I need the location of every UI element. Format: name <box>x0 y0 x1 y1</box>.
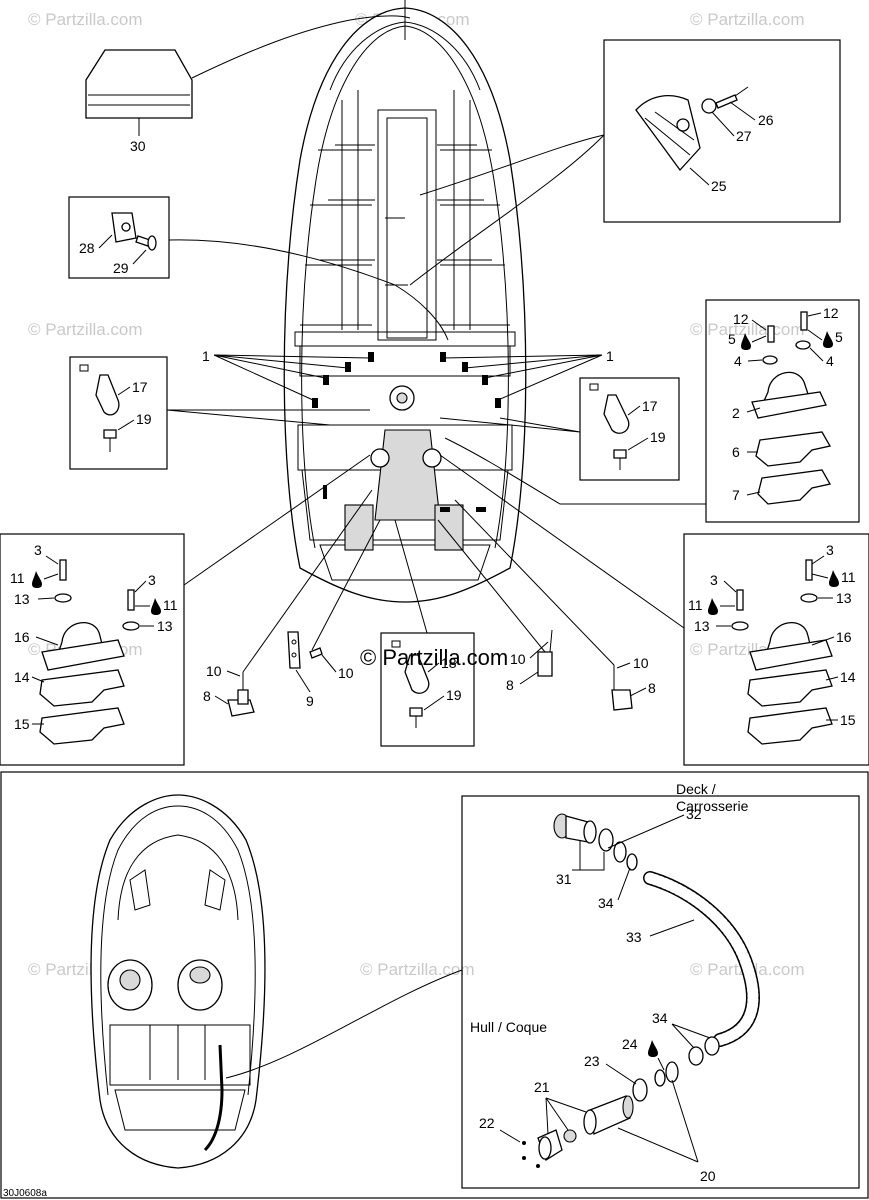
part-30-panel: 30 <box>85 15 411 154</box>
drop-icon <box>829 570 839 587</box>
callout-33: 33 <box>626 929 642 945</box>
callout-29: 29 <box>113 260 129 276</box>
callout-22: 22 <box>479 1115 495 1131</box>
callout-1-group: 1 1 <box>202 348 614 401</box>
callout-6: 6 <box>732 444 740 460</box>
callout-15-right: 15 <box>840 712 856 728</box>
watermark: © Partzilla.com <box>28 10 143 29</box>
callout-24: 24 <box>622 1036 638 1052</box>
callout-31: 31 <box>556 871 572 887</box>
part-box-17-19-right: 17 19 <box>439 377 680 481</box>
part-box-17-19-left: 17 19 <box>69 356 370 470</box>
callout-7: 7 <box>732 487 740 503</box>
callout-3-b: 3 <box>148 572 156 588</box>
center-watermark: © Partzilla.com <box>360 645 508 670</box>
callout-5-b: 5 <box>835 329 843 345</box>
watermark: © Partzilla.com <box>690 10 805 29</box>
drop-icon <box>32 571 42 588</box>
callout-11-d: 11 <box>688 597 703 613</box>
callout-19-right: 19 <box>650 429 666 445</box>
callout-28: 28 <box>79 240 95 256</box>
callout-10-b: 10 <box>338 665 354 681</box>
part-box-18-19: 18 19 © Partzilla.com <box>360 519 508 747</box>
callout-15-left: 15 <box>14 716 30 732</box>
rib-ladder-right <box>437 90 510 330</box>
callout-26: 26 <box>758 112 774 128</box>
callout-8-c: 8 <box>648 680 656 696</box>
drop-icon <box>708 598 718 615</box>
part-box-mount-right: 12 12 5 5 4 4 2 6 7 <box>444 299 860 523</box>
callout-3-d: 3 <box>710 572 718 588</box>
callout-8-b: 8 <box>506 677 514 693</box>
callout-34-a: 34 <box>598 895 614 911</box>
callout-1-left: 1 <box>202 348 210 364</box>
drop-icon <box>741 333 751 350</box>
callout-20: 20 <box>700 1168 716 1184</box>
brackets-8-9-10: 10 8 9 10 10 8 10 8 <box>203 489 656 717</box>
drop-icon <box>648 1040 658 1057</box>
drop-icon <box>823 331 833 348</box>
callout-8-a: 8 <box>203 688 211 704</box>
callout-32: 32 <box>686 806 702 822</box>
callout-25: 25 <box>711 178 727 194</box>
callout-3-a: 3 <box>34 542 42 558</box>
watermark: © Partzilla.com <box>690 320 805 339</box>
callout-12-a: 12 <box>733 311 749 327</box>
callout-4-b: 4 <box>826 353 834 369</box>
callout-19-center: 19 <box>446 687 462 703</box>
callout-17-left: 17 <box>132 379 148 395</box>
lower-section-frame <box>0 771 869 1199</box>
figure-code: 30J0608a <box>3 1188 47 1199</box>
callout-10-d: 10 <box>633 655 649 671</box>
callout-10-c: 10 <box>510 651 526 667</box>
callout-21: 21 <box>534 1079 550 1095</box>
callout-13-d: 13 <box>694 618 710 634</box>
callout-30: 30 <box>130 138 146 154</box>
callout-2: 2 <box>732 405 740 421</box>
callout-17-right: 17 <box>642 398 658 414</box>
callout-14-left: 14 <box>14 669 30 685</box>
callout-3-c: 3 <box>826 542 834 558</box>
watermark: © Partzilla.com <box>28 320 143 339</box>
callout-10-a: 10 <box>206 663 222 679</box>
callout-9: 9 <box>306 693 314 709</box>
hull-top-view <box>283 0 527 603</box>
callout-23: 23 <box>584 1053 600 1069</box>
callout-11-c: 11 <box>841 569 856 585</box>
callout-19-left: 19 <box>136 411 152 427</box>
callout-16-left: 16 <box>14 629 30 645</box>
part-box-28-29: 28 29 <box>68 196 449 341</box>
callout-13-b: 13 <box>157 618 173 634</box>
callout-11-b: 11 <box>163 597 178 613</box>
watermark: © Partzilla.com <box>360 960 475 979</box>
part-box-25-26-27: 26 27 25 <box>409 39 841 286</box>
hull-label: Hull / Coque <box>470 1019 547 1035</box>
hull-fasteners <box>312 352 501 512</box>
callout-4-a: 4 <box>734 353 742 369</box>
vent-hose-detail: Deck / Carrosserie Hull / Coque 32 31 34… <box>461 781 860 1189</box>
part-box-mount-right-lower: 3 11 13 3 11 13 16 14 15 <box>439 454 869 766</box>
callout-13-a: 13 <box>14 591 30 607</box>
callout-11-a: 11 <box>10 570 25 586</box>
drop-icon <box>151 598 161 615</box>
callout-12-b: 12 <box>823 305 839 321</box>
callout-13-c: 13 <box>836 590 852 606</box>
callout-1-right: 1 <box>606 348 614 364</box>
callout-16-right: 16 <box>836 629 852 645</box>
deck-label: Deck / <box>676 781 716 797</box>
callout-14-right: 14 <box>840 669 856 685</box>
callout-18: 18 <box>441 655 457 671</box>
deck-label-fr: Carrosserie <box>676 798 749 814</box>
part-box-mount-left: 3 11 13 3 11 13 16 14 15 <box>0 454 371 766</box>
rib-ladder-left <box>300 90 375 330</box>
callout-5-a: 5 <box>728 331 736 347</box>
deck-top-view <box>90 794 463 1169</box>
callout-34-b: 34 <box>652 1010 668 1026</box>
callout-27: 27 <box>736 128 752 144</box>
